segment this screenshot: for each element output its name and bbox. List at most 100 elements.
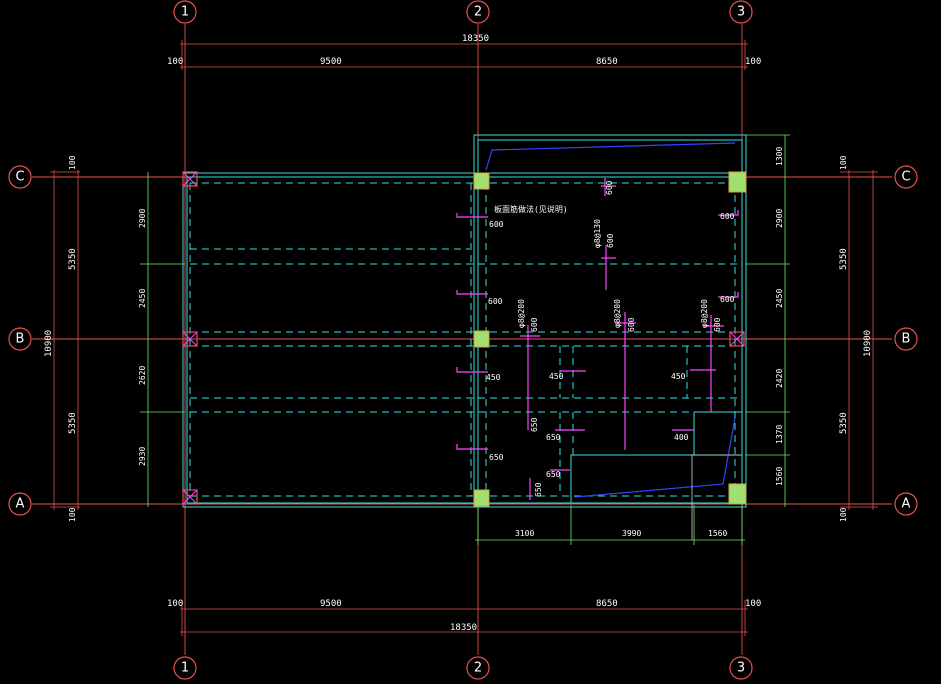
left-dimension-sub: 2900 2450 2620 2930 xyxy=(138,172,185,507)
slab-outline xyxy=(182,134,747,508)
column-B3 xyxy=(729,331,745,347)
svg-text:100: 100 xyxy=(68,155,77,170)
svg-text:B: B xyxy=(16,332,25,347)
svg-text:2: 2 xyxy=(474,661,482,676)
svg-text:1560: 1560 xyxy=(775,467,784,486)
dashed-beam-lines xyxy=(189,182,740,497)
svg-text:1370: 1370 xyxy=(775,425,784,444)
svg-text:A: A xyxy=(902,497,911,512)
svg-text:600: 600 xyxy=(627,317,636,332)
svg-text:100: 100 xyxy=(745,599,761,609)
svg-text:18350: 18350 xyxy=(462,34,489,44)
svg-text:2450: 2450 xyxy=(775,289,784,308)
column-B2 xyxy=(473,330,490,348)
svg-text:600: 600 xyxy=(488,297,503,306)
left-dimension-total: 10900 xyxy=(44,170,80,510)
svg-text:φ8@200: φ8@200 xyxy=(517,299,526,328)
svg-text:600: 600 xyxy=(530,317,539,332)
top-dimension-total: 18350 xyxy=(180,34,748,70)
svg-text:2450: 2450 xyxy=(138,289,147,308)
svg-text:φ8@200: φ8@200 xyxy=(700,299,709,328)
svg-text:100: 100 xyxy=(745,57,761,67)
svg-text:8650: 8650 xyxy=(596,599,618,609)
svg-text:5350: 5350 xyxy=(68,248,78,270)
svg-text:600: 600 xyxy=(720,295,735,304)
svg-text:C: C xyxy=(15,170,24,185)
svg-text:600: 600 xyxy=(605,180,614,195)
axis-bubble-right-C: C xyxy=(894,165,918,189)
svg-text:8650: 8650 xyxy=(596,57,618,67)
column-C1 xyxy=(182,171,198,187)
column-B1 xyxy=(182,331,198,347)
blue-slope-lines xyxy=(485,142,736,498)
gray-lines xyxy=(691,454,740,540)
svg-text:φ8@200: φ8@200 xyxy=(613,299,622,328)
axis-bubble-right-A: A xyxy=(894,492,918,516)
svg-text:2620: 2620 xyxy=(138,366,147,385)
svg-text:9500: 9500 xyxy=(320,57,342,67)
svg-text:2900: 2900 xyxy=(775,209,784,228)
svg-text:1: 1 xyxy=(181,661,189,676)
svg-text:9500: 9500 xyxy=(320,599,342,609)
svg-text:450: 450 xyxy=(549,372,564,381)
svg-text:B: B xyxy=(902,332,911,347)
svg-text:450: 450 xyxy=(486,373,501,382)
axis-bubble-top-2: 2 xyxy=(466,0,490,24)
svg-text:100: 100 xyxy=(68,507,77,522)
svg-text:650: 650 xyxy=(534,482,543,497)
svg-text:650: 650 xyxy=(489,453,504,462)
axis-bubble-left-B: B xyxy=(8,327,32,351)
svg-text:5350: 5350 xyxy=(68,412,78,434)
axis-bubble-bottom-2: 2 xyxy=(466,656,490,680)
axis-bubble-left-C: C xyxy=(8,165,32,189)
svg-text:100: 100 xyxy=(839,507,848,522)
top-dimension-bays: 9500 8650 100 100 xyxy=(167,57,761,68)
axis-bubble-bottom-1: 1 xyxy=(173,656,197,680)
svg-text:600: 600 xyxy=(489,220,504,229)
svg-text:3100: 3100 xyxy=(515,529,534,538)
column-A3 xyxy=(728,483,747,505)
svg-text:C: C xyxy=(901,170,910,185)
svg-text:100: 100 xyxy=(167,599,183,609)
columns xyxy=(182,171,747,507)
svg-text:2900: 2900 xyxy=(138,209,147,228)
svg-text:10900: 10900 xyxy=(863,330,873,357)
right-dimension-total: 10900 xyxy=(840,170,878,510)
svg-text:3: 3 xyxy=(737,661,745,676)
svg-text:100: 100 xyxy=(167,57,183,67)
bottom-sub-dimension: 3100 3990 1560 xyxy=(475,505,745,545)
svg-text:2420: 2420 xyxy=(775,369,784,388)
right-dimension-bays: 5350 5350 100 100 xyxy=(839,155,850,522)
svg-text:650: 650 xyxy=(530,417,539,432)
svg-text:3990: 3990 xyxy=(622,529,641,538)
svg-text:650: 650 xyxy=(546,433,561,442)
svg-text:600: 600 xyxy=(720,212,735,221)
axis-bubble-left-A: A xyxy=(8,492,32,516)
svg-text:18350: 18350 xyxy=(450,623,477,633)
svg-text:A: A xyxy=(16,497,25,512)
axis-bubble-bottom-3: 3 xyxy=(729,656,753,680)
svg-text:600: 600 xyxy=(606,233,615,248)
column-A2 xyxy=(473,489,490,507)
svg-text:650: 650 xyxy=(546,470,561,479)
axis-bubble-top-1: 1 xyxy=(173,0,197,24)
column-A1 xyxy=(182,489,198,505)
left-dimension-bays: 5350 5350 100 100 xyxy=(68,155,79,522)
svg-text:1560: 1560 xyxy=(708,529,727,538)
svg-text:2: 2 xyxy=(474,5,482,20)
svg-text:φ8@130: φ8@130 xyxy=(593,219,602,248)
svg-text:5350: 5350 xyxy=(839,412,849,434)
svg-text:400: 400 xyxy=(674,433,689,442)
column-C3 xyxy=(728,171,747,193)
right-dimension-sub: 1300 2900 2450 2420 1370 1560 xyxy=(745,134,790,507)
axis-bubble-top-3: 3 xyxy=(729,0,753,24)
column-C2 xyxy=(473,172,490,190)
rebar-marks: 600 600 φ8@130 600 板面筋做法(见说明) 600 450 65… xyxy=(456,178,739,500)
svg-text:2930: 2930 xyxy=(138,447,147,466)
svg-text:1: 1 xyxy=(181,5,189,20)
svg-text:600: 600 xyxy=(713,317,722,332)
bottom-dimension-total: 18350 xyxy=(180,623,748,633)
svg-text:1300: 1300 xyxy=(775,147,784,166)
svg-text:450: 450 xyxy=(671,372,686,381)
